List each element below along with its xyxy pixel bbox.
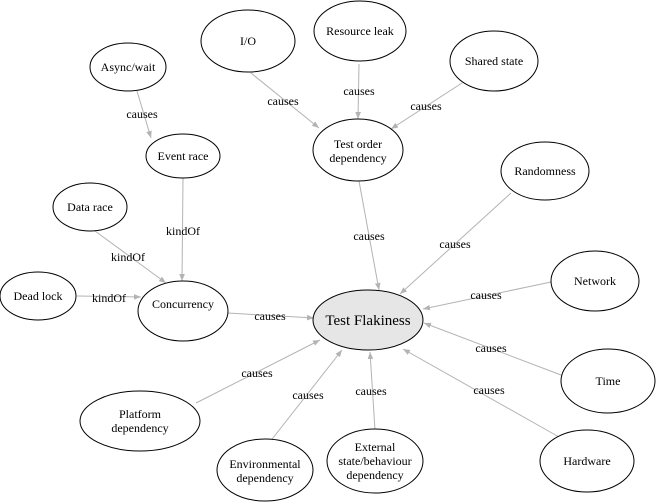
node-data-race[interactable]: Data race <box>52 182 128 232</box>
node-external-state-dependency[interactable]: External state/behaviour dependency <box>326 428 424 494</box>
node-time[interactable]: Time <box>560 348 656 414</box>
label-test-order-causes: causes <box>353 229 385 243</box>
node-time-label: Time <box>596 374 621 388</box>
label-time-causes: causes <box>475 341 507 355</box>
edge-network-to-flakiness <box>422 281 552 311</box>
label-event-race-kindof: kindOf <box>166 224 200 238</box>
node-resource-leak[interactable]: Resource leak <box>313 0 407 62</box>
node-test-flakiness-label: Test Flakiness <box>325 313 410 329</box>
node-shared-state[interactable]: Shared state <box>449 30 539 92</box>
edge-randomness-to-flakiness <box>399 192 512 295</box>
node-io[interactable]: I/O <box>200 9 296 73</box>
edge-concurrency-to-flakiness <box>227 312 315 321</box>
edge-io-to-test-order <box>250 72 320 129</box>
edge-external-to-flakiness <box>367 351 376 431</box>
edge-event-race-to-concurrency <box>179 177 185 282</box>
node-network[interactable]: Network <box>550 250 640 312</box>
label-randomness-causes: causes <box>439 237 471 251</box>
label-async-causes: causes <box>126 107 158 121</box>
edge-hardware-to-flakiness <box>402 348 560 438</box>
edge-data-race-to-concurrency <box>94 230 167 284</box>
node-test-order-dependency[interactable]: Test order dependency <box>312 118 404 182</box>
edge-resource-leak-to-test-order <box>355 63 361 120</box>
label-network-causes: causes <box>470 288 502 302</box>
node-concurrency-label: Concurrency <box>152 297 214 311</box>
node-platform-dependency[interactable]: Platform dependency <box>79 390 201 452</box>
edge-shared-state-to-test-order <box>390 82 463 130</box>
node-dead-lock[interactable]: Dead lock <box>0 271 77 321</box>
node-data-race-label: Data race <box>67 200 113 214</box>
node-io-label: I/O <box>240 34 256 48</box>
node-async-wait[interactable]: Async/wait <box>89 42 167 92</box>
edge-environmental-to-flakiness <box>268 349 343 444</box>
label-platform-causes: causes <box>241 366 273 380</box>
node-randomness[interactable]: Randomness <box>500 141 590 201</box>
edge-test-order-to-flakiness <box>358 180 381 291</box>
node-randomness-label: Randomness <box>514 164 576 178</box>
node-platform-line1: Platform <box>119 407 162 421</box>
label-concurrency-causes: causes <box>254 309 286 323</box>
node-external-line1: External <box>355 440 396 454</box>
edges <box>76 63 562 444</box>
node-concurrency[interactable]: Concurrency <box>137 280 229 342</box>
node-environmental-line2: dependency <box>236 471 293 485</box>
node-test-order-line1: Test order <box>334 137 382 151</box>
label-data-race-kindof: kindOf <box>111 250 145 264</box>
node-external-line2: state/behaviour <box>338 454 411 468</box>
node-external-line3: dependency <box>346 468 403 482</box>
label-environmental-causes: causes <box>292 388 324 402</box>
label-shared-state-causes: causes <box>410 99 442 113</box>
node-hardware[interactable]: Hardware <box>539 429 635 493</box>
node-event-race[interactable]: Event race <box>145 133 221 179</box>
node-environmental-dependency[interactable]: Environmental dependency <box>216 438 314 502</box>
edge-async-to-event-race <box>136 90 152 139</box>
node-resource-leak-label: Resource leak <box>326 24 394 38</box>
node-test-flakiness[interactable]: Test Flakiness <box>312 289 424 351</box>
node-hardware-label: Hardware <box>563 454 610 468</box>
node-network-label: Network <box>574 274 616 288</box>
node-test-order-line2: dependency <box>329 151 386 165</box>
node-async-wait-label: Async/wait <box>101 60 156 74</box>
edge-platform-to-flakiness <box>195 339 321 404</box>
edge-dead-lock-to-concurrency <box>76 294 142 300</box>
label-io-causes: causes <box>267 94 299 108</box>
node-shared-state-label: Shared state <box>465 54 523 68</box>
node-platform-line2: dependency <box>111 421 168 435</box>
label-external-causes: causes <box>355 384 387 398</box>
label-dead-lock-kindof: kindOf <box>92 291 126 305</box>
edge-labels: causes causes causes causes kindOf kindO… <box>92 84 507 402</box>
node-dead-lock-label: Dead lock <box>14 289 63 303</box>
node-environmental-line1: Environmental <box>229 457 301 471</box>
node-event-race-label: Event race <box>158 149 209 163</box>
label-resource-leak-causes: causes <box>343 84 375 98</box>
edge-time-to-flakiness <box>423 322 562 376</box>
label-hardware-causes: causes <box>473 383 505 397</box>
